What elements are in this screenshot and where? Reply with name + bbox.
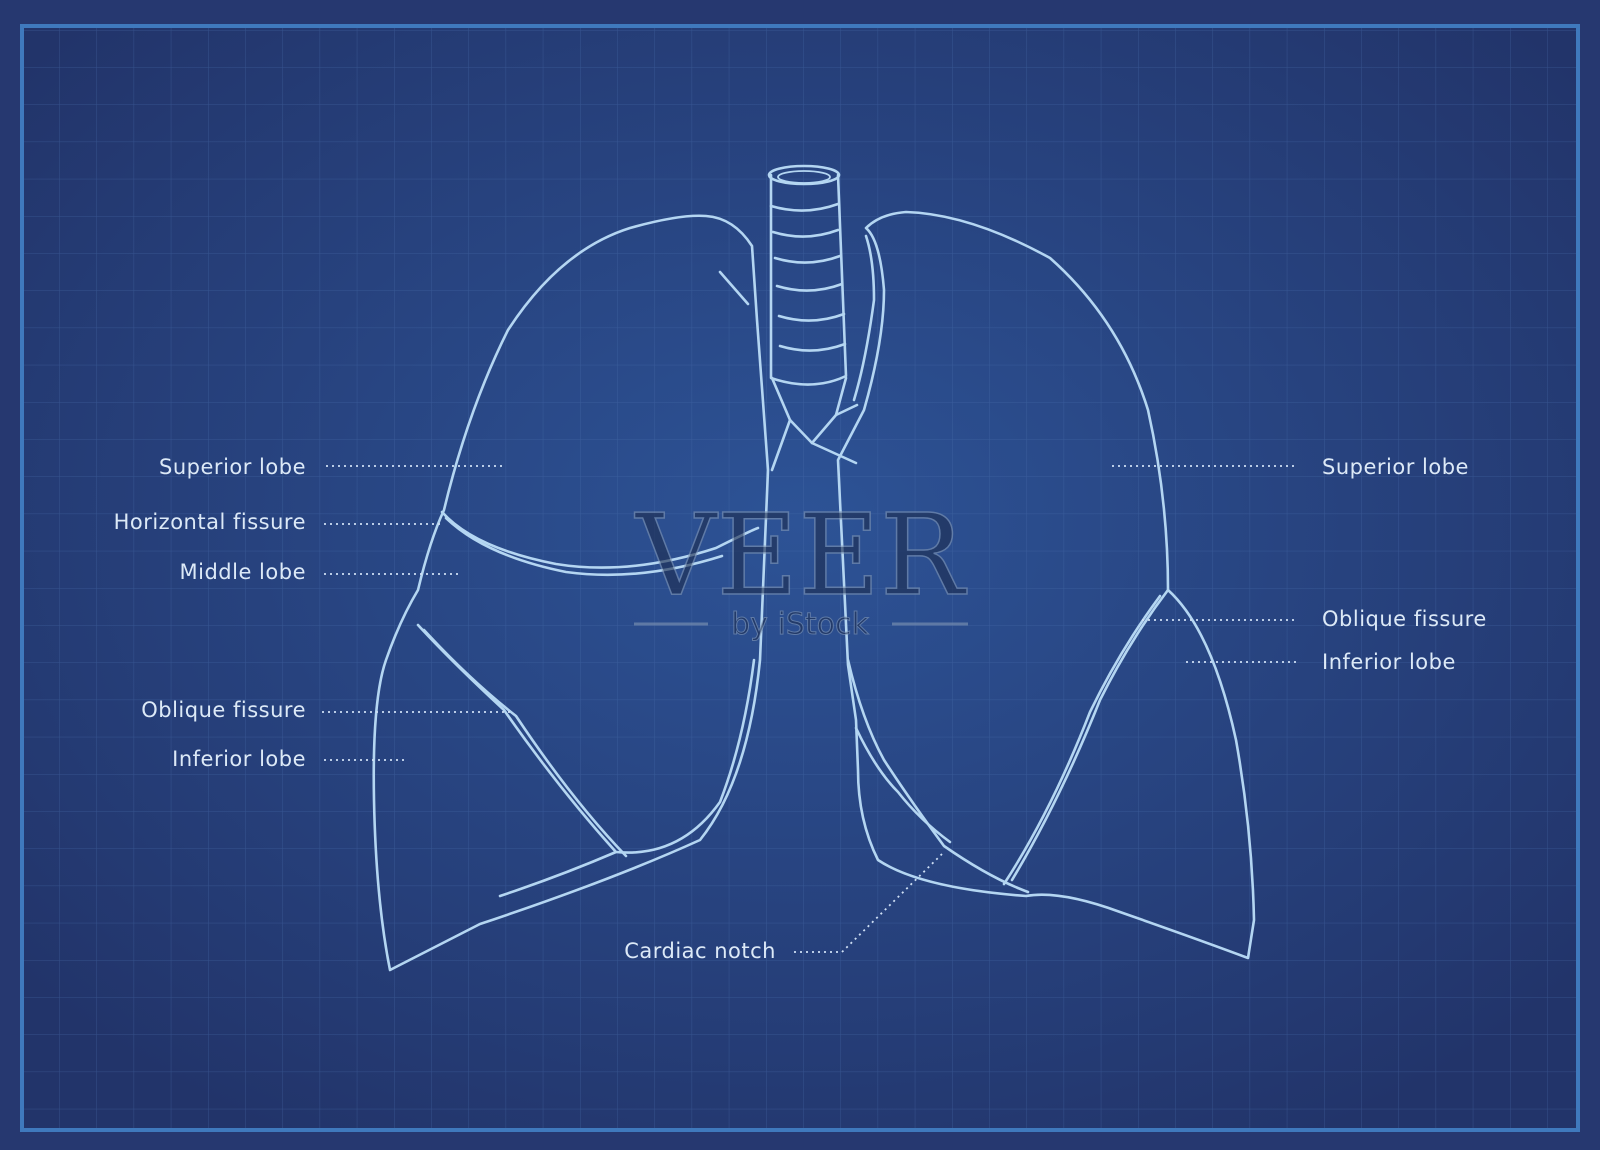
label-left-middle-lobe: Middle lobe bbox=[180, 560, 306, 584]
right-lung bbox=[372, 214, 770, 972]
watermark: VEER by iStock bbox=[633, 490, 969, 642]
left-lung-outline bbox=[836, 210, 1256, 960]
label-left-horizontal-fissure: Horizontal fissure bbox=[114, 510, 306, 534]
watermark-sub: by iStock bbox=[731, 607, 869, 642]
leader-lines bbox=[322, 465, 1298, 953]
label-left-inferior-lobe: Inferior lobe bbox=[172, 747, 306, 771]
lungs-outline bbox=[372, 164, 1256, 972]
label-cardiac-notch: Cardiac notch bbox=[624, 939, 776, 963]
label-right-oblique-fissure: Oblique fissure bbox=[1322, 607, 1487, 631]
label-right-inferior-lobe: Inferior lobe bbox=[1322, 650, 1456, 674]
blueprint-frame bbox=[20, 24, 1580, 1132]
label-left-oblique-fissure: Oblique fissure bbox=[141, 698, 306, 722]
cardiac-notch-curve bbox=[846, 658, 1030, 894]
left-oblique-fissure bbox=[1010, 588, 1170, 882]
right-horizontal-fissure bbox=[440, 510, 760, 569]
leader-cardiac-notch bbox=[794, 853, 943, 953]
right-lung-outline bbox=[372, 214, 770, 972]
left-lung bbox=[836, 210, 1256, 960]
label-left-superior-lobe: Superior lobe bbox=[159, 455, 306, 479]
trachea bbox=[767, 164, 859, 472]
labels: Superior lobe Horizontal fissure Middle … bbox=[114, 455, 1487, 963]
label-right-superior-lobe: Superior lobe bbox=[1322, 455, 1469, 479]
watermark-brand: VEER bbox=[634, 491, 968, 621]
